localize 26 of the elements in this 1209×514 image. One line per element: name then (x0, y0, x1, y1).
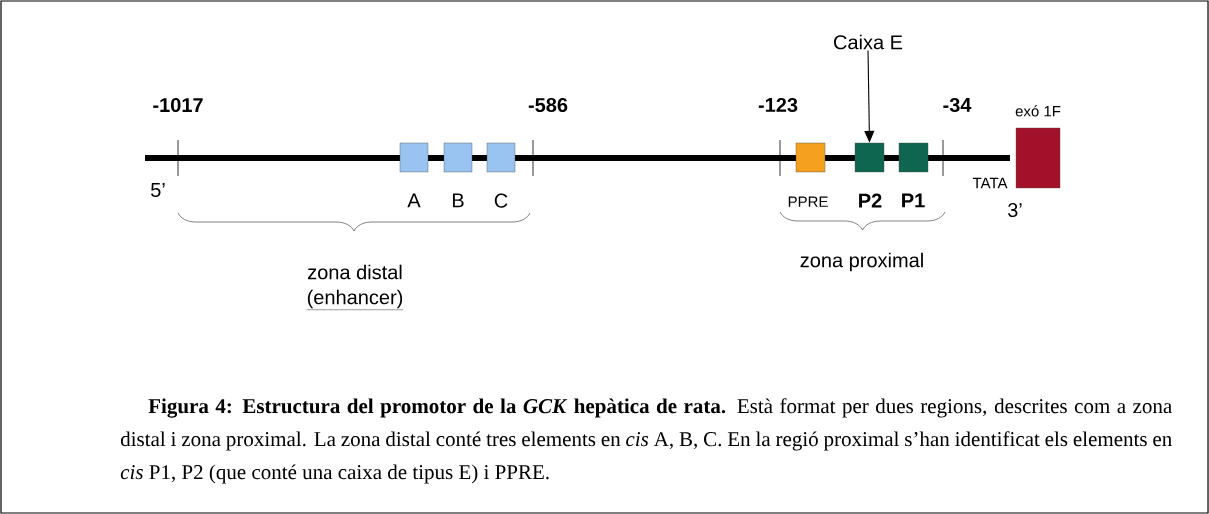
zone-label: (enhancer) (306, 289, 404, 310)
exon-box: exó 1F (1015, 105, 1061, 189)
element-box (486, 142, 516, 173)
node-label: exó 1F (1015, 105, 1061, 117)
position-label: -586 (528, 97, 568, 113)
zone-label: zona proximal (800, 252, 923, 272)
element-box (795, 142, 826, 173)
element-label: C (494, 193, 508, 208)
element-box (898, 142, 929, 173)
position-label: -123 (758, 97, 798, 113)
motif-label: Caixa E (834, 34, 903, 50)
element-box (399, 142, 429, 173)
element-label: PPRE (788, 196, 828, 207)
element-label: B (453, 193, 464, 208)
element-box (443, 142, 473, 173)
element-label: P1 (902, 193, 925, 208)
zone-label: zona distal (308, 264, 402, 280)
element-box (854, 142, 885, 173)
element-label: A (407, 193, 421, 208)
position-label: -34 (943, 97, 972, 113)
label: 3’ (1008, 202, 1022, 218)
element-label: P2 (859, 193, 882, 208)
label: TATA (972, 177, 1008, 189)
caption: Figura 4: Estructura del promotor de la GCK hepàtica de rata. Està format per dues regions, descrites com a zona distal i zona proximal. La zona distal conté tres elements en cis A, B, C. En la regió proximal s’han identificat els elements en cis P1, P2 (que conté una caixa de tipus E) i PPRE. (120, 398, 1172, 484)
label: 5’ (151, 183, 165, 197)
position-label: -1017 (153, 97, 203, 113)
